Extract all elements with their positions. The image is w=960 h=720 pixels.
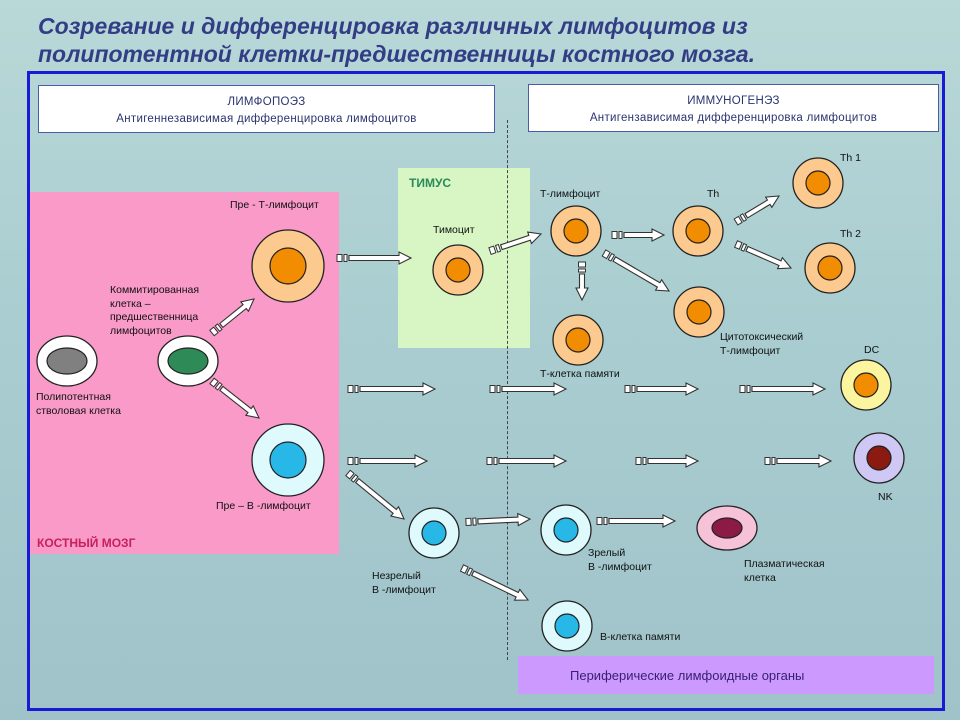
immature-b-label: Незрелый В -лимфоцит: [372, 570, 436, 596]
arrow-pre-b-to-immature-b: [345, 469, 405, 520]
stem-cell-nucleus: [46, 347, 88, 375]
arrow-th-to-th2: [733, 240, 793, 270]
thymocyte-cell: [432, 244, 484, 296]
thymus-label: ТИМУС: [409, 176, 452, 190]
immunogenesis-title: ИММУНОГЕНЭЗ: [687, 95, 780, 107]
arrow-row2-d: [764, 454, 833, 468]
arrow-immature-b-to-mature-b: [465, 512, 532, 527]
mature-b-label: Зрелый В -лимфоцит: [588, 547, 652, 573]
t-memory-label: Т-клетка памяти: [540, 368, 620, 380]
t-lymphocyte-cell: [550, 205, 602, 257]
b-memory-cell: [541, 600, 593, 652]
lymphopoiesis-header: ЛИМФОПОЭЗ Антигеннезависимая дифференцир…: [38, 85, 495, 133]
peripheral-label: Периферические лимфоидные органы: [570, 668, 805, 683]
plasma-cell-nucleus: [711, 517, 743, 539]
thymocyte-cell-nucleus: [445, 257, 471, 283]
cytotoxic-cell: [673, 286, 725, 338]
cytotoxic-cell-nucleus: [686, 299, 712, 325]
arrow-t-lymphocyte-to-cytotoxic: [601, 249, 671, 292]
b-memory-label: В-клетка памяти: [600, 631, 681, 643]
plasma-label: Плазматическая клетка: [744, 558, 825, 584]
immature-b-cell-nucleus: [421, 520, 447, 546]
th2-cell-nucleus: [817, 255, 843, 281]
cytotoxic-label: Цитотоксический Т-лимфоцит: [720, 331, 804, 357]
b-memory-cell-nucleus: [554, 613, 580, 639]
peripheral-zone: [518, 656, 934, 694]
committed-cell-nucleus: [167, 347, 209, 375]
mature-b-cell: [540, 504, 592, 556]
arrow-row1-b: [489, 382, 568, 396]
arrow-committed-to-pre-t: [209, 298, 255, 337]
arrow-pre-t-to-thymocyte: [336, 251, 413, 265]
title-line-2: полипотентной клетки-предшественницы кос…: [38, 41, 756, 67]
th2-cell: [804, 242, 856, 294]
nk-cell-nucleus: [866, 445, 892, 471]
t-lymphocyte-cell-nucleus: [563, 218, 589, 244]
pre-t-cell: [251, 229, 325, 303]
committed-cell-label: Коммитированная клетка – предшественница…: [110, 284, 200, 337]
nk-label: NK: [878, 491, 893, 503]
th1-cell-nucleus: [805, 170, 831, 196]
dc-cell: [840, 359, 892, 411]
plasma-cell: [696, 505, 758, 551]
arrow-row2-a: [347, 454, 429, 468]
th-label: Th: [707, 188, 720, 200]
title-line-1: Созревание и дифференцировка различных л…: [38, 13, 748, 39]
arrow-t-lymphocyte-to-th: [611, 228, 666, 242]
dc-label: DC: [864, 344, 880, 356]
th1-cell: [792, 157, 844, 209]
arrow-th-to-th1: [733, 195, 781, 226]
page-title: Созревание и дифференцировка различных л…: [38, 12, 938, 68]
immunogenesis-subtitle: Антигензависимая дифференцировка лимфоци…: [589, 112, 878, 124]
pre-t-cell-nucleus: [269, 247, 307, 285]
bone-marrow-label: КОСТНЫЙ МОЗГ: [37, 536, 136, 550]
t-memory-cell-nucleus: [565, 327, 591, 353]
immunogenesis-header: ИММУНОГЕНЭЗ Антигензависимая дифференцир…: [528, 84, 939, 132]
pre-b-label: Пре – В -лимфоцит: [216, 500, 311, 512]
arrow-immature-b-to-memory: [459, 564, 530, 601]
mature-b-cell-nucleus: [553, 517, 579, 543]
committed-cell: [157, 335, 219, 387]
immature-b-cell: [408, 507, 460, 559]
th-cell: [672, 205, 724, 257]
pre-t-label: Пре - Т-лимфоцит: [230, 199, 319, 211]
arrow-row2-b: [486, 454, 568, 468]
stem-cell: [36, 335, 98, 387]
th2-label: Th 2: [840, 228, 862, 240]
pre-b-cell: [251, 423, 325, 497]
t-lymphocyte-label: Т-лимфоцит: [540, 188, 601, 200]
th-cell-nucleus: [685, 218, 711, 244]
arrow-row1-d: [739, 382, 827, 396]
lymphopoiesis-title: ЛИМФОПОЭЗ: [227, 96, 306, 108]
stem-cell-label: Полипотентная стволовая клетка: [36, 391, 121, 417]
arrow-row1-a: [347, 382, 437, 396]
arrow-t-lymphocyte-to-memory: [575, 261, 589, 302]
arrow-thymocyte-to-t-lymphocyte: [488, 231, 543, 255]
nk-cell: [853, 432, 905, 484]
arrow-committed-to-pre-b: [209, 377, 260, 419]
diagram-frame: [27, 71, 945, 711]
th1-label: Th 1: [840, 152, 862, 164]
pre-b-cell-nucleus: [269, 441, 307, 479]
arrow-row2-c: [635, 454, 700, 468]
arrow-row1-c: [624, 382, 700, 396]
lymphopoiesis-subtitle: Антигеннезависимая дифференцировка лимфо…: [116, 113, 417, 125]
thymocyte-label: Тимоцит: [433, 224, 475, 236]
t-memory-cell: [552, 314, 604, 366]
dc-cell-nucleus: [853, 372, 879, 398]
arrow-mature-b-to-plasma: [596, 514, 677, 528]
